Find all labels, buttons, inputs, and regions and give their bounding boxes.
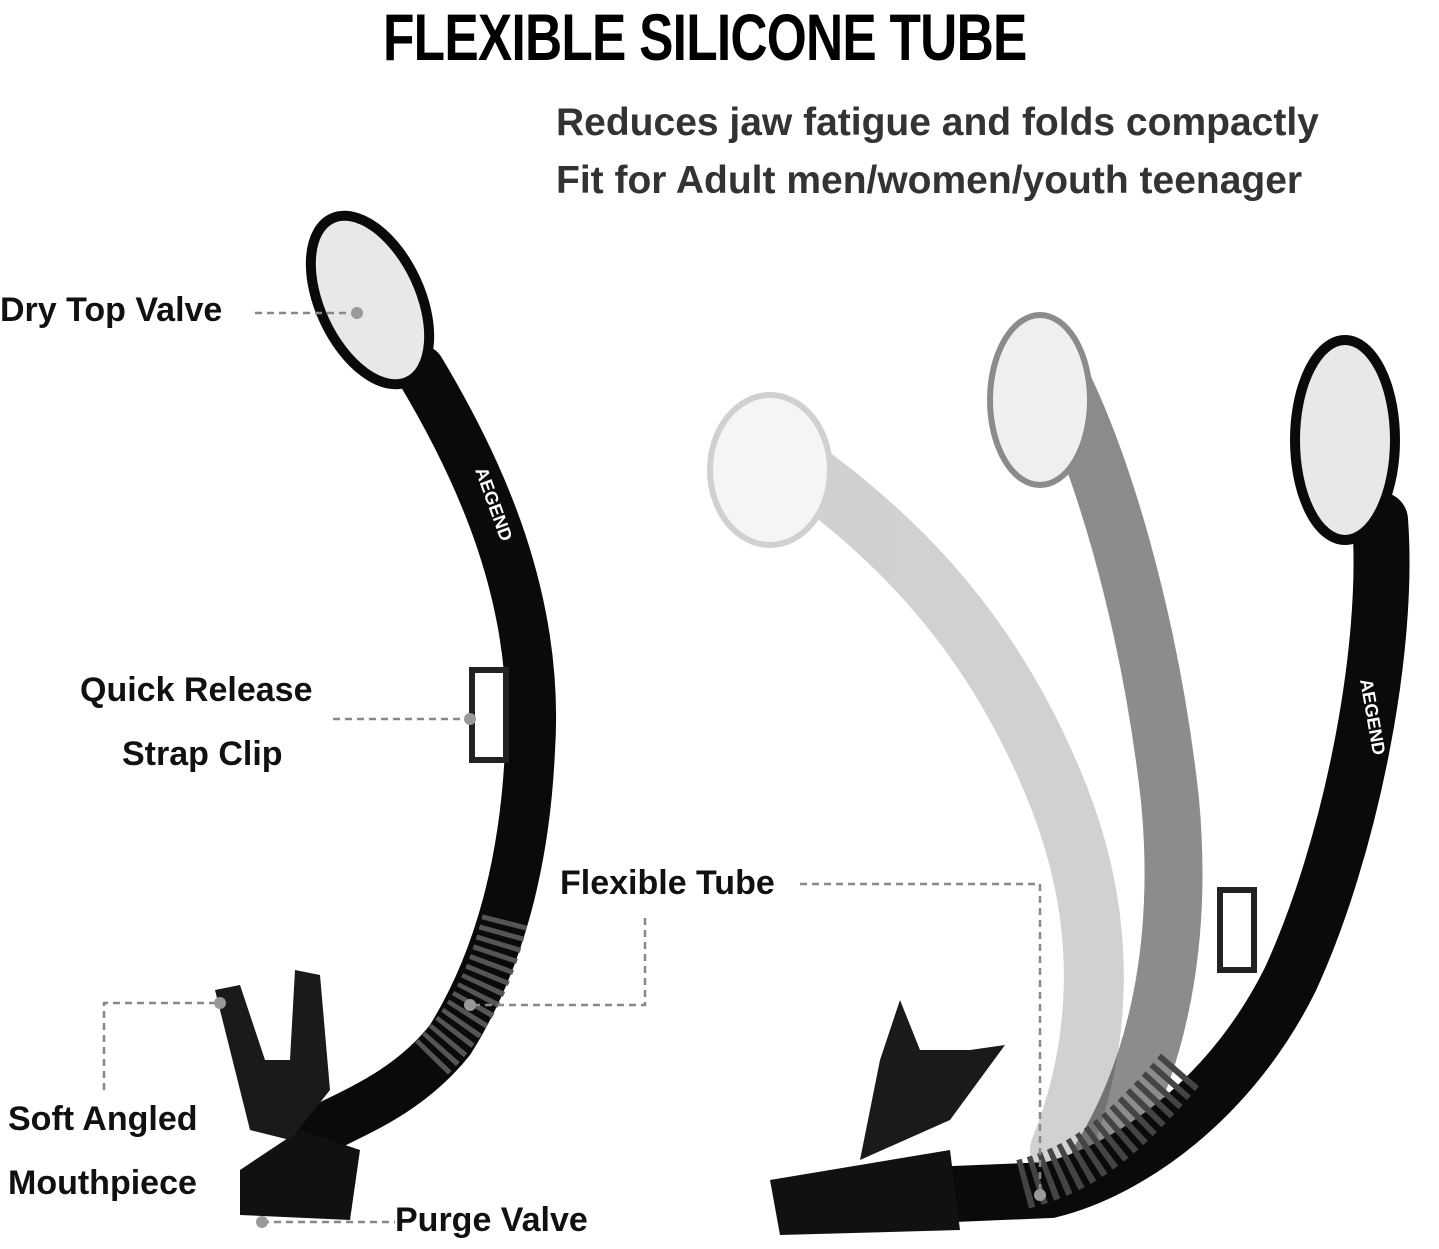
label-strap-clip: Strap Clip — [122, 735, 283, 773]
leader-flex-left — [470, 918, 647, 1007]
leader-mouthpiece — [102, 1001, 220, 1090]
label-quick-release: Quick Release — [80, 671, 313, 709]
label-purge-valve: Purge Valve — [395, 1201, 588, 1239]
label-flexible-tube: Flexible Tube — [560, 864, 775, 902]
snorkel-left: AEGEND — [215, 210, 557, 1220]
snorkel-right: AEGEND — [770, 335, 1410, 1235]
subtitle-line-2: Fit for Adult men/women/youth teenager — [556, 159, 1303, 202]
leader-flex-right — [800, 882, 1042, 1195]
label-mouthpiece: Mouthpiece — [8, 1164, 197, 1202]
label-dry-top-valve: Dry Top Valve — [0, 291, 223, 329]
label-soft-angled: Soft Angled — [8, 1100, 198, 1138]
subtitle-line-1: Reduces jaw fatigue and folds compactly — [556, 101, 1319, 144]
leader-lines — [102, 311, 1042, 1224]
snorkel-faded-mid — [987, 312, 1203, 1189]
snorkel-faded-light — [707, 392, 1124, 1180]
